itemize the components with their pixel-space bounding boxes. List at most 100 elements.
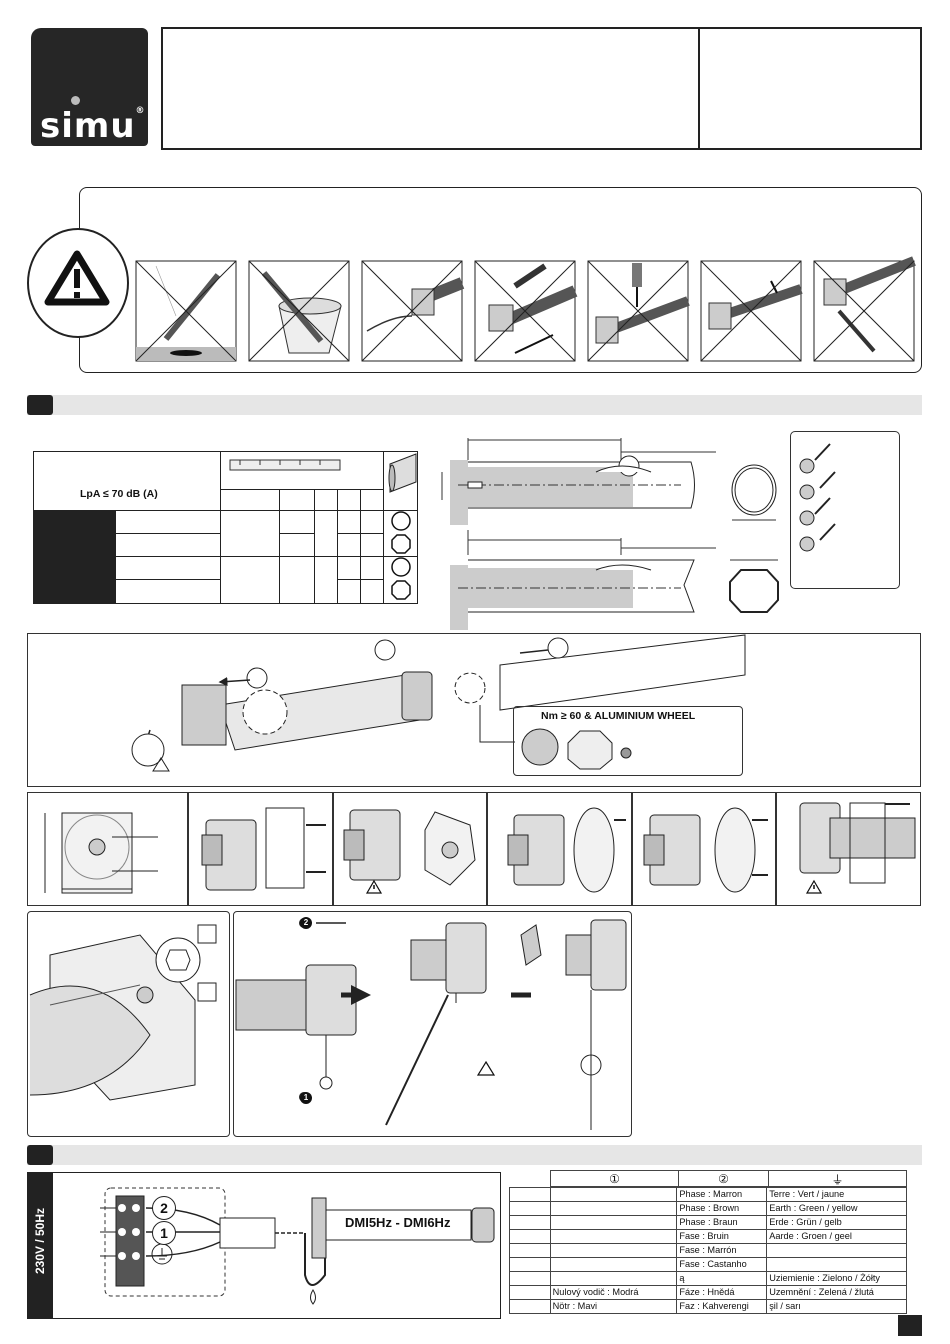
wire-table-headers: ① ② ⏚ [550,1170,907,1187]
prohibited-cable-icon [813,256,916,362]
table-cell: şil / sarı [766,1299,907,1314]
wire-header-2: ② [718,1172,729,1186]
table-cell: Erde : Grün / gelb [766,1215,907,1230]
table-cell: Earth : Green / yellow [766,1201,907,1216]
table-cell [549,1243,678,1258]
table-cell [509,1201,551,1216]
wire-header-1: ① [609,1172,620,1186]
cable-crank-diagram [235,918,627,1130]
table-cell [549,1187,678,1202]
table-cell: Fase : Marrón [676,1243,768,1258]
voltage-strip: 230V / 50Hz [27,1172,53,1319]
brand-logo: simu® [31,28,148,146]
table-cell: Uzemnění : Zelená / žlutá [766,1285,907,1300]
table-row: Fase : Castanho [509,1257,907,1272]
table-cell [766,1257,907,1272]
motor-insertion-panel [27,633,921,787]
logo-text: simu® [40,106,146,146]
tube-drilling-diagram [441,438,779,630]
accessory-note: Nm ≥ 60 & ALUMINIUM WHEEL [541,710,696,722]
table-cell [509,1187,551,1202]
table-row: Fase : Marrón [509,1243,907,1258]
table-cell [549,1201,678,1216]
table-cell: Fáze : Hnědá [676,1285,768,1300]
rivets-icon [799,443,836,552]
table-cell: Nötr : Mavi [549,1299,678,1314]
prohibited-drop-icon [135,260,237,362]
motor-star-diagram [343,809,476,886]
motor-assembly-diagram [131,634,746,772]
wire-header-earth: ⏚ [831,1173,844,1187]
tube-octagon-icon-2 [391,580,411,600]
logo-dot [71,96,80,105]
table-cell [509,1243,551,1258]
wiring-diagram [100,1187,495,1305]
motor-disc-diagram-2 [643,807,768,893]
prohibited-screw-icon [700,260,803,362]
prohibited-drill-icon [587,260,690,362]
motor-plate-diagram [201,807,326,891]
table-cell: Fase : Bruin [676,1229,768,1244]
table-cell [509,1215,551,1230]
marker-two: 2 [300,917,312,929]
page-number-box [898,1315,922,1336]
table-cell [509,1257,551,1272]
tube-end-icon [388,453,417,493]
table-cell: Uziemienie : Zielono / Żółty [766,1271,907,1286]
tube-octagon-icon-1 [391,534,411,554]
section-number-2 [27,1145,53,1165]
warning-icon [44,250,110,306]
terminal-label-1: 1 [152,1221,176,1245]
table-cell [509,1299,551,1314]
table-cell [549,1271,678,1286]
table-cell: Phase : Marron [676,1187,768,1202]
table-cell: Aarde : Groen / geel [766,1229,907,1244]
tube-round-icon-2 [391,557,411,577]
rivet-panel [790,431,900,589]
table-cell [549,1229,678,1244]
section-bar-1 [27,395,922,415]
ruler-icon [229,459,341,471]
table-cell [509,1285,551,1300]
section-number-1 [27,395,53,415]
prohibited-hold-icon [361,260,465,362]
table-cell: Terre : Vert / jaune [766,1187,907,1202]
prohibited-water-icon [248,260,350,362]
table-cell: Faz : Kahverengi [676,1299,768,1314]
table-cell [509,1229,551,1244]
table-cell [509,1271,551,1286]
terminal-label-2: 2 [152,1196,176,1220]
voltage-label: 230V / 50Hz [33,1207,47,1275]
marker-one: 1 [300,1092,312,1104]
accessory-box [513,706,743,776]
compatibility-table: LpA ≤ 70 dB (A) [33,451,418,604]
wheel-adapter-icon [521,728,632,770]
tube-round-icon-1 [391,511,411,531]
motor-side-diagram [799,802,916,884]
warning-circle [27,228,129,338]
table-cell: Nulový vodič : Modrá [549,1285,678,1300]
motor-warning-icon-1 [365,879,383,894]
noise-label: LpA ≤ 70 dB (A) [80,488,158,500]
section-bar-2 [27,1145,922,1165]
motor-disc-diagram [507,807,626,893]
title-box [161,27,922,150]
bracket-dimension-diagram [44,812,158,894]
motor-head-diagram [29,924,217,1101]
motor-model-label: DMI5Hz - DMI6Hz [345,1215,451,1230]
table-cell: ą [676,1271,768,1286]
table-cell: Phase : Brown [676,1201,768,1216]
table-cell [766,1243,907,1258]
prohibited-hammer-icon [474,260,578,362]
table-cell: Phase : Braun [676,1215,768,1230]
motor-warning-icon-2 [805,879,823,894]
table-cell [549,1257,678,1272]
